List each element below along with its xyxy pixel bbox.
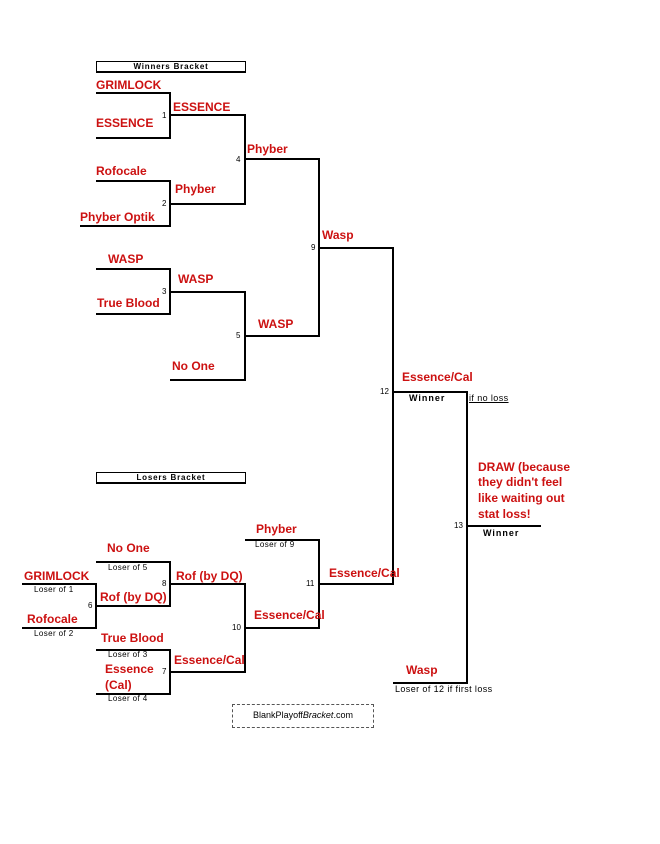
site-credit: BlankPlayoffBracket.com bbox=[232, 704, 374, 728]
loser-source-label: Loser of 5 bbox=[108, 563, 148, 572]
loser-source-label: Loser of 1 bbox=[34, 585, 74, 594]
competitor-name: Phyber bbox=[175, 182, 216, 196]
losers-bracket-header: Losers Bracket bbox=[96, 472, 246, 484]
draw-note-line: they didn't feel bbox=[478, 475, 563, 489]
match-number: 5 bbox=[236, 331, 241, 340]
winner-label: Winner bbox=[409, 393, 446, 403]
match-number: 9 bbox=[311, 243, 316, 252]
competitor-name: No One bbox=[107, 541, 150, 555]
competitor-name: WASP bbox=[258, 317, 294, 331]
match-number: 2 bbox=[162, 199, 167, 208]
match-number: 4 bbox=[236, 155, 241, 164]
competitor-name: True Blood bbox=[97, 296, 160, 310]
bracket-line bbox=[245, 539, 320, 629]
competitor-name: ESSENCE bbox=[96, 116, 154, 130]
loser-source-label: Loser of 2 bbox=[34, 629, 74, 638]
competitor-name: Wasp bbox=[406, 663, 438, 677]
competitor-name: Rofocale bbox=[96, 164, 147, 178]
bracket-line bbox=[22, 583, 97, 629]
draw-note-line: like waiting out bbox=[478, 491, 565, 505]
competitor-name: No One bbox=[172, 359, 215, 373]
match-number: 13 bbox=[454, 521, 463, 530]
match-number: 10 bbox=[232, 623, 241, 632]
winners-bracket-header: Winners Bracket bbox=[96, 61, 246, 73]
match-number: 7 bbox=[162, 667, 167, 676]
competitor-name: Phyber bbox=[247, 142, 288, 156]
competitor-name: True Blood bbox=[101, 631, 164, 645]
competitor-name: WASP bbox=[108, 252, 144, 266]
match-number: 8 bbox=[162, 579, 167, 588]
competitor-name: Phyber bbox=[256, 522, 297, 536]
site-credit-suffix: .com bbox=[333, 710, 353, 720]
competitor-name: Essence/Cal bbox=[254, 608, 325, 622]
competitor-name: Rof (by DQ) bbox=[176, 569, 243, 583]
loser-source-label: Loser of 9 bbox=[255, 540, 295, 549]
competitor-name: ESSENCE bbox=[173, 100, 231, 114]
match-number: 11 bbox=[306, 579, 315, 588]
match-number: 6 bbox=[88, 601, 93, 610]
competitor-name: (Cal) bbox=[105, 678, 132, 692]
competitor-name: Wasp bbox=[322, 228, 354, 242]
site-credit-italic: Bracket bbox=[302, 710, 334, 720]
bracket-line bbox=[393, 391, 468, 684]
bracket-line bbox=[245, 158, 320, 337]
match-number: 1 bbox=[162, 111, 167, 120]
draw-note-line: stat loss! bbox=[478, 507, 531, 521]
if-no-loss-label: if no loss bbox=[469, 393, 509, 403]
competitor-name: Essence/Cal bbox=[402, 370, 473, 384]
competitor-name: Rofocale bbox=[27, 612, 78, 626]
competitor-name: GRIMLOCK bbox=[96, 78, 162, 92]
final-winner-label: Winner bbox=[483, 528, 520, 538]
match-number: 12 bbox=[380, 387, 389, 396]
competitor-name: Rof (by DQ) bbox=[100, 590, 167, 604]
site-credit-prefix: BlankPlayoff bbox=[253, 710, 303, 720]
competitor-name: Essence/Cal bbox=[174, 653, 245, 667]
draw-note-line: DRAW (because bbox=[478, 460, 571, 474]
match-number: 3 bbox=[162, 287, 167, 296]
loser-source-label: Loser of 4 bbox=[108, 694, 148, 703]
bracket-line bbox=[319, 247, 394, 585]
competitor-name: GRIMLOCK bbox=[24, 569, 90, 583]
loser-source-label: Loser of 3 bbox=[108, 650, 148, 659]
competitor-name: Essence bbox=[105, 662, 154, 676]
competitor-name: Phyber Optik bbox=[80, 210, 155, 224]
competitor-name: WASP bbox=[178, 272, 214, 286]
loser-of-12-label: Loser of 12 if first loss bbox=[395, 684, 493, 694]
competitor-name: Essence/Cal bbox=[329, 566, 400, 580]
